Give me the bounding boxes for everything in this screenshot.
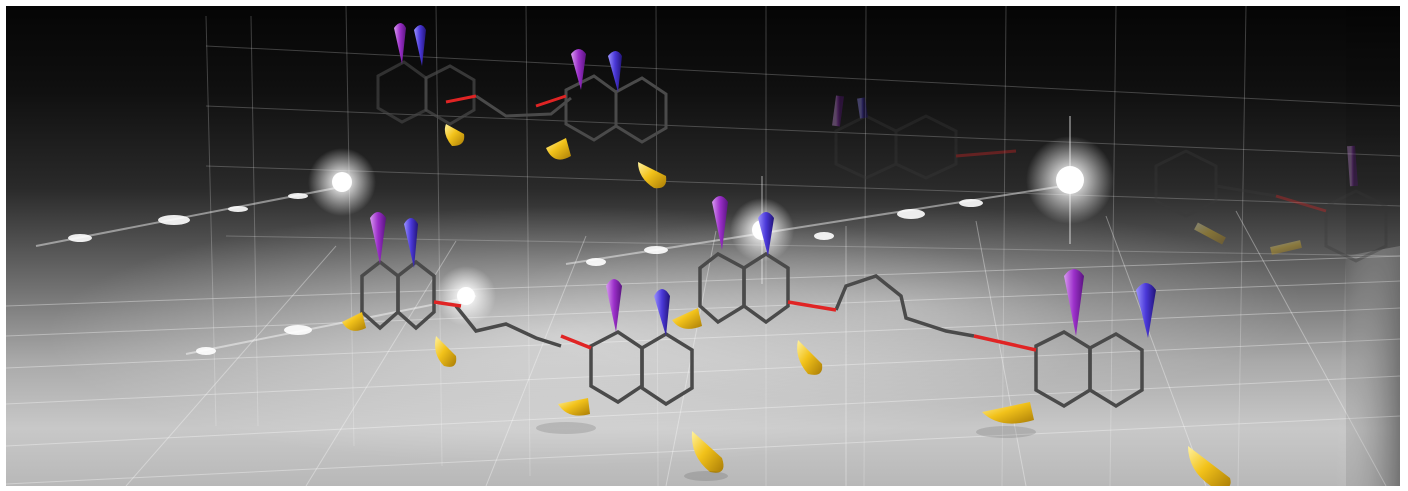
right-edge-shade — [1346, 6, 1400, 486]
floor-grid — [6, 210, 1400, 486]
molecule-illustration — [6, 6, 1400, 486]
floor — [46, 206, 1400, 486]
scene — [6, 6, 1400, 486]
molecule-background — [832, 95, 1388, 263]
molecule-top — [376, 23, 668, 189]
molecule-middle-left — [342, 212, 728, 481]
glass-grid — [205, 6, 1400, 486]
molecule-middle-right — [672, 196, 1231, 486]
light-trails — [35, 183, 1077, 355]
light-orbs — [308, 116, 1114, 326]
